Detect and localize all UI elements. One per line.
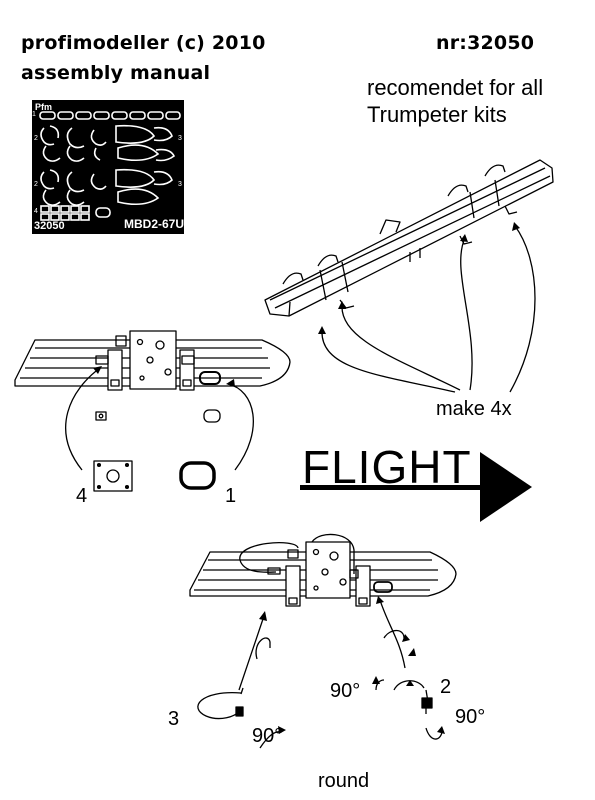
- fret-row-number: 2: [34, 135, 38, 142]
- recommendation-line-1: recomendet for all: [367, 75, 544, 100]
- shape-note: round: [318, 770, 370, 792]
- fret-parts: [39, 111, 181, 221]
- fret-row-number: 3: [178, 181, 182, 188]
- bend-angle-left-bottom: 90°: [252, 725, 283, 747]
- fret-row-number: 3: [178, 135, 182, 142]
- part-number-1: 1: [225, 485, 237, 507]
- fret-row-number: 2: [34, 181, 38, 188]
- fret-number: 32050: [34, 220, 65, 232]
- bend-angle-right: 90°: [455, 706, 486, 728]
- photo-etch-fret: Pfm 1 2 3 2 3 4 32050 MBD2-67U: [32, 100, 184, 234]
- manual-subtitle: assembly manual: [21, 62, 211, 84]
- recommendation-line-2: Trumpeter kits: [367, 102, 507, 127]
- fret-row-number: 4: [34, 208, 38, 215]
- fret-logo: Pfm: [35, 102, 53, 112]
- fret-name: MBD2-67U: [124, 217, 185, 231]
- quantity-note: make 4x: [436, 398, 512, 420]
- part-number-2: 2: [440, 676, 452, 698]
- fret-row-number: 1: [32, 111, 36, 118]
- part-number-3: 3: [168, 708, 180, 730]
- part-number-4: 4: [76, 485, 88, 507]
- bend-angle-left-top: 90°: [330, 680, 361, 702]
- brand-title: profimodeller (c) 2010: [21, 32, 266, 54]
- catalog-number: nr:32050: [436, 32, 535, 54]
- flight-direction-label: FLIGHT: [302, 441, 472, 493]
